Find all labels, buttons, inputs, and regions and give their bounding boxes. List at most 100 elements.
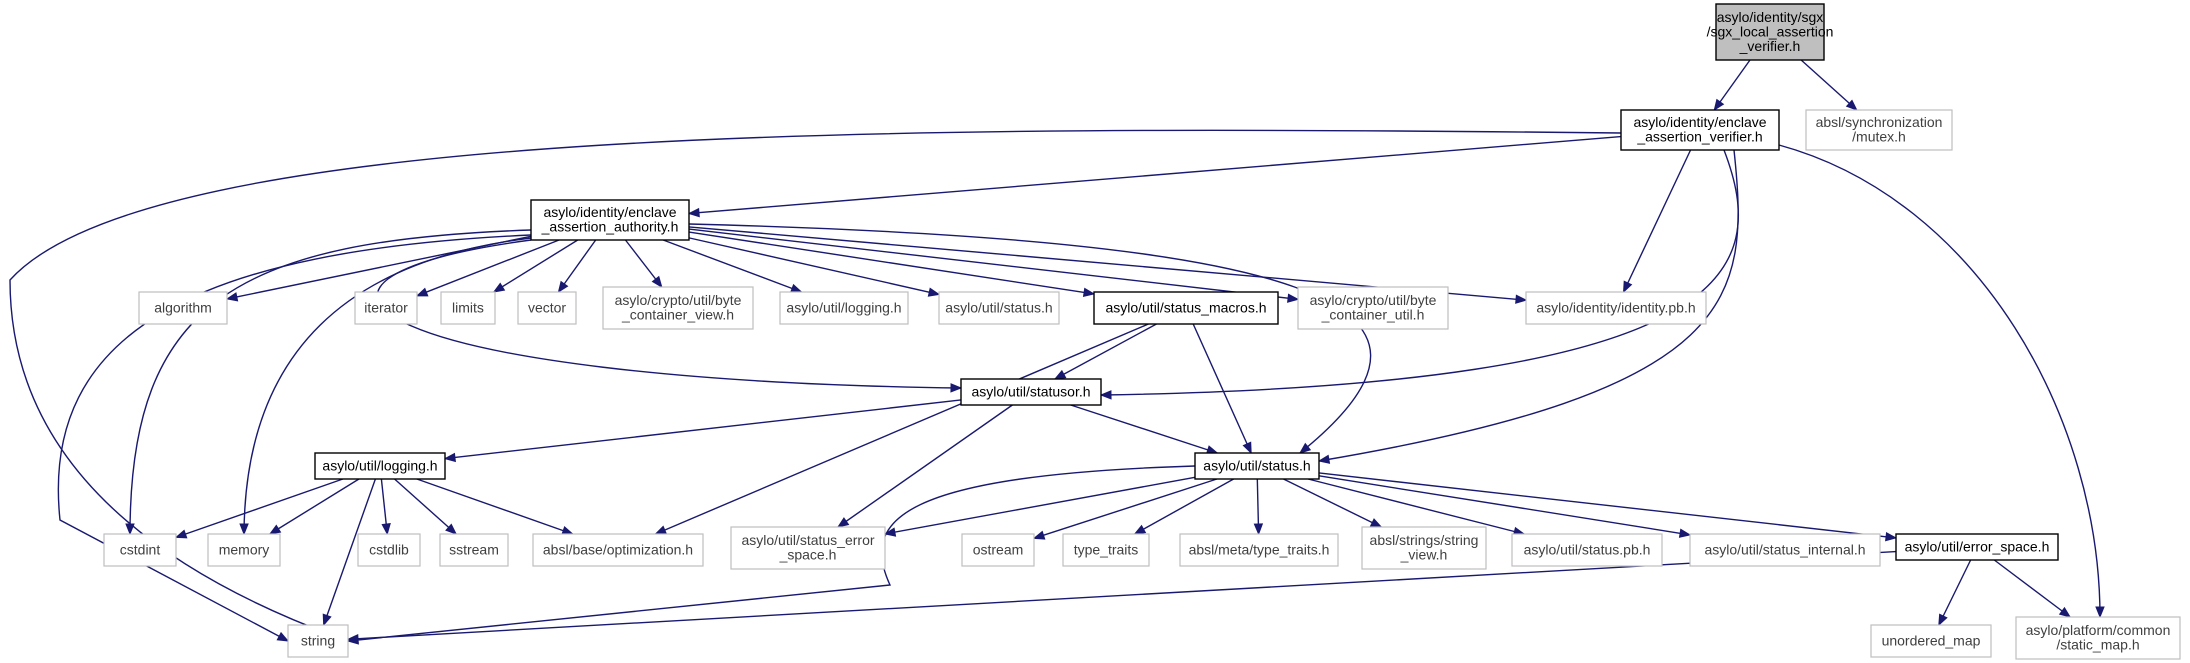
node-box (314, 452, 446, 480)
edge-enclave-assertion-verifier-to-util-status (1318, 149, 1739, 462)
node-absl-type-traits: absl/meta/type_traits.h (1179, 533, 1339, 567)
node-status-macros[interactable]: asylo/util/status_macros.h (1093, 291, 1279, 325)
node-enclave-assertion-authority[interactable]: asylo/identity/enclave_assertion_authori… (530, 199, 690, 241)
node-identity-pb: asylo/identity/identity.pb.h (1525, 291, 1707, 325)
node-util-logging[interactable]: asylo/util/logging.h (314, 452, 446, 480)
edge-util-logging-to-optimization-arrowhead (561, 526, 574, 535)
node-label: asylo/identity/enclave (543, 204, 676, 220)
node-label: _assertion_verifier.h (1636, 129, 1762, 145)
edge-util-status-to-ostream (1033, 478, 1218, 539)
node-label: asylo/util/status_internal.h (1704, 541, 1865, 557)
node-label: limits (452, 299, 484, 315)
node-label: asylo/util/status_macros.h (1105, 299, 1266, 315)
node-box (1194, 452, 1320, 480)
node-label: asylo/util/statusor.h (971, 383, 1090, 399)
edge-enclave-assertion-authority-to-util-status (688, 223, 1372, 454)
edge-enclave-assertion-authority-to-util-status-arrowhead (1298, 442, 1312, 454)
node-label: asylo/crypto/util/byte (615, 292, 742, 308)
node-label: _container_view.h (621, 307, 734, 323)
node-label: absl/synchronization (1816, 114, 1943, 130)
node-box (1715, 3, 1825, 61)
node-box (517, 291, 577, 325)
node-label: asylo/identity/sgx (1717, 9, 1824, 25)
edge-util-status-to-absl-type-traits-arrowhead (1253, 523, 1264, 536)
node-label: /sgx_local_assertion (1707, 23, 1834, 39)
node-box (357, 533, 421, 567)
node-box (730, 526, 886, 570)
node-util-status[interactable]: asylo/util/status.h (1194, 452, 1320, 480)
node-label: /mutex.h (1852, 129, 1906, 145)
edge-util-logging-to-string-arrowhead (322, 613, 332, 627)
edge-sgx-local-assertion-verifier-to-enclave-assertion-verifier-arrowhead (1713, 98, 1725, 112)
edge-status-macros-to-statusor (1054, 323, 1157, 380)
node-box (440, 291, 496, 325)
node-label: _container_util.h (1321, 307, 1425, 323)
node-ostream: ostream (961, 533, 1035, 567)
node-sstream: sstream (439, 533, 509, 567)
node-label: vector (528, 299, 566, 315)
node-label: asylo/util/status.pb.h (1524, 541, 1651, 557)
edge-enclave-assertion-verifier-to-enclave-assertion-authority (688, 135, 1622, 215)
node-label: asylo/identity/identity.pb.h (1536, 299, 1695, 315)
node-box (1895, 533, 2059, 561)
node-box (1093, 291, 1279, 325)
node-enclave-assertion-verifier[interactable]: asylo/identity/enclave_assertion_verifie… (1620, 109, 1780, 151)
node-box (1297, 286, 1449, 330)
node-label: asylo/crypto/util/byte (1310, 292, 1437, 308)
node-unordered-map: unordered_map (1870, 624, 1992, 658)
edge-enclave-assertion-authority-to-byte-container-view-arrowhead (651, 275, 663, 289)
edge-enclave-assertion-authority-to-iterator-arrowhead (415, 287, 429, 297)
node-statusor[interactable]: asylo/util/statusor.h (960, 378, 1102, 406)
node-algorithm: algorithm (138, 291, 228, 325)
node-box (287, 624, 349, 658)
node-string-view: absl/strings/string_view.h (1361, 526, 1487, 570)
edge-util-status-to-type-traits (1134, 478, 1234, 535)
edge-util-logging-to-optimization (416, 478, 573, 535)
edge-error-space-to-unordered-map (1938, 559, 1972, 626)
node-box (354, 291, 418, 325)
edge-util-status-to-type-traits-arrowhead (1133, 524, 1147, 535)
edge-util-logging-to-sstream (394, 478, 457, 535)
node-label: algorithm (154, 299, 212, 315)
node-label: string (301, 632, 335, 648)
node-error-space[interactable]: asylo/util/error_space.h (1895, 533, 2059, 561)
edge-enclave-assertion-authority-to-statusor (376, 239, 962, 389)
node-label: iterator (364, 299, 408, 315)
node-label: absl/base/optimization.h (543, 541, 693, 557)
edge-sgx-local-assertion-verifier-to-absl-mutex-arrowhead (1845, 99, 1858, 111)
node-box (1689, 533, 1881, 567)
node-box (1870, 624, 1992, 658)
edge-status-macros-to-optimization (655, 323, 1149, 535)
edge-enclave-assertion-verifier-to-static-map-arrowhead (2095, 606, 2105, 619)
node-byte-container-util: asylo/crypto/util/byte_container_util.h (1297, 286, 1449, 330)
node-label: type_traits (1074, 541, 1139, 557)
node-label: asylo/util/status.h (945, 299, 1052, 315)
edge-enclave-assertion-verifier-to-statusor-arrowhead (1099, 390, 1112, 400)
node-sgx-local-assertion-verifier[interactable]: asylo/identity/sgx/sgx_local_assertion_v… (1707, 3, 1834, 61)
edge-enclave-assertion-authority-to-algorithm-arrowhead (225, 292, 239, 302)
node-iterator: iterator (354, 291, 418, 325)
edge-enclave-assertion-authority-to-cstdint (129, 229, 532, 535)
node-label: _assertion_authority.h (541, 219, 679, 235)
node-label: ostream (973, 541, 1024, 557)
node-label: _view.h (1400, 547, 1448, 563)
node-cstdlib: cstdlib (357, 533, 421, 567)
edge-util-status-to-error-space-arrowhead (1885, 532, 1898, 542)
node-limits: limits (440, 291, 496, 325)
edge-util-status-to-ostream-arrowhead (1032, 530, 1046, 540)
edge-enclave-assertion-authority-to-util-logging-ext-arrowhead (789, 283, 803, 293)
edge-enclave-assertion-verifier-to-string (9, 129, 1622, 642)
node-label: absl/strings/string (1370, 532, 1479, 548)
node-optimization: absl/base/optimization.h (532, 533, 704, 567)
node-label: _verifier.h (1739, 38, 1801, 54)
node-box (1620, 109, 1780, 151)
edge-error-space-to-unordered-map-arrowhead (1938, 613, 1948, 627)
edge-statusor-to-status-error-space-arrowhead (836, 517, 850, 528)
edge-util-status-to-string-view (1283, 478, 1382, 528)
node-label: memory (219, 541, 270, 557)
node-box (1361, 526, 1487, 570)
edge-error-space-to-static-map-arrowhead (2058, 606, 2072, 618)
node-label: asylo/util/logging.h (786, 299, 901, 315)
node-label: asylo/util/error_space.h (1905, 538, 2050, 554)
node-label: cstdint (120, 541, 161, 557)
